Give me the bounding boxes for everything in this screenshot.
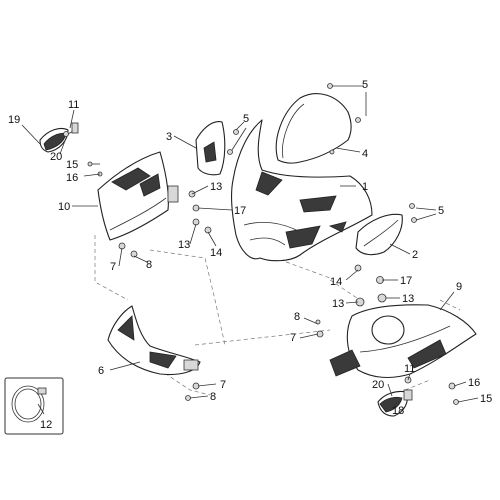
callout-13b: 13 bbox=[178, 239, 190, 251]
callout-17a: 17 bbox=[234, 205, 246, 217]
callout-5a: 5 bbox=[362, 79, 368, 91]
callout-3: 3 bbox=[166, 131, 172, 143]
callout-15b: 15 bbox=[480, 393, 492, 405]
callout-8a: 8 bbox=[146, 259, 152, 271]
callout-5c: 5 bbox=[438, 205, 444, 217]
callout-12: 12 bbox=[40, 419, 52, 431]
callout-11a: 11 bbox=[68, 99, 79, 111]
callout-20a: 20 bbox=[50, 151, 62, 163]
leader-lines bbox=[21, 85, 479, 415]
callout-2: 2 bbox=[412, 249, 418, 261]
callout-8c: 8 bbox=[210, 391, 216, 403]
callout-13a: 13 bbox=[210, 181, 222, 193]
callout-7a: 7 bbox=[110, 261, 116, 273]
callout-11b: 11 bbox=[404, 363, 415, 375]
callout-labels: 1 2 3 4 5 5 5 6 7 7 7 8 8 8 9 10 11 11 1… bbox=[8, 79, 492, 431]
lower-fairing-left bbox=[107, 305, 201, 376]
callout-13d: 13 bbox=[402, 293, 414, 305]
callout-17b: 17 bbox=[400, 275, 412, 287]
callout-8b: 8 bbox=[294, 311, 300, 323]
lower-fairing-right bbox=[329, 304, 477, 379]
callout-4: 4 bbox=[362, 148, 368, 160]
callout-5b: 5 bbox=[243, 113, 249, 125]
callout-16a: 16 bbox=[66, 172, 78, 184]
mirror-bracket bbox=[195, 121, 226, 176]
callout-7b: 7 bbox=[290, 332, 296, 344]
left-side-cover bbox=[97, 151, 179, 241]
callout-1: 1 bbox=[362, 181, 368, 193]
callout-16b: 16 bbox=[468, 377, 480, 389]
indicator-right bbox=[377, 389, 413, 417]
callout-9: 9 bbox=[456, 281, 462, 293]
callout-15a: 15 bbox=[66, 159, 78, 171]
callout-13c: 13 bbox=[332, 298, 344, 310]
front-fairing bbox=[231, 119, 373, 262]
callout-7c: 7 bbox=[220, 379, 226, 391]
clamp-inset bbox=[4, 377, 64, 435]
mirror bbox=[39, 122, 79, 153]
hardware-fasteners bbox=[63, 83, 459, 405]
callout-20b: 20 bbox=[372, 379, 384, 391]
windscreen bbox=[275, 93, 352, 164]
callout-14b: 14 bbox=[330, 276, 342, 288]
callout-18: 18 bbox=[392, 405, 404, 417]
callout-6: 6 bbox=[98, 365, 104, 377]
callout-19: 19 bbox=[8, 114, 20, 126]
callout-14a: 14 bbox=[210, 247, 222, 259]
callout-10: 10 bbox=[58, 201, 70, 213]
